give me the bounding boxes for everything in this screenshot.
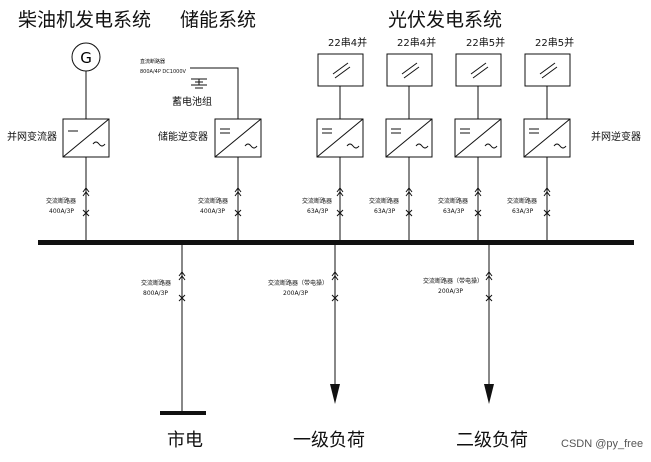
pv-string-label-4: 22串5并 [535, 36, 574, 49]
lower-breaker-labels: 交流断路器 800A/3P 交流断路器（带电操） 200A/3P 交流断路器（带… [141, 277, 483, 297]
grid-label: 市电 [167, 430, 203, 451]
title-pv: 光伏发电系统 [388, 9, 502, 31]
pv-string-label-2: 22串4并 [397, 36, 436, 49]
pv-string-label-3: 22串5并 [466, 36, 505, 49]
converter-label-storage: 储能逆变器 [158, 130, 208, 143]
upper-breaker-labels: 交流断路器 400A/3P 交流断路器 400A/3P 交流断路器 63A/3P… [46, 197, 537, 215]
converter-boxes [62, 118, 571, 158]
breaker-name-3: 交流断路器 [302, 197, 332, 205]
breaker-name-6: 交流断路器 [507, 197, 537, 205]
breaker-name-5: 交流断路器 [438, 197, 468, 205]
watermark: CSDN @py_free [561, 438, 643, 450]
converter-storage [214, 118, 262, 158]
breaker-name-4: 交流断路器 [369, 197, 399, 205]
pv-panel-4: 22串5并 [524, 36, 574, 119]
title-storage: 储能系统 [180, 9, 256, 31]
battery-group: 直流断路器 800A/4P DC1000V 蓄电池组 [140, 58, 239, 119]
pv-panel-2: 22串4并 [386, 36, 436, 119]
breaker-name-2: 交流断路器 [198, 197, 228, 205]
lower-breaker-name-1: 交流断路器 [141, 279, 171, 287]
pv-panels: 22串4并 22串4并 22串5并 22串5并 [317, 36, 574, 119]
lower-feeders [181, 245, 490, 413]
lower-breaker-name-3: 交流断路器（带电操） [423, 277, 483, 285]
pv-string-label-1: 22串4并 [328, 36, 367, 49]
upper-feeders [85, 157, 548, 241]
converter-diesel [62, 118, 110, 158]
dc-breaker-label: 直流断路器 [140, 58, 165, 65]
lower-breaker-rating-3: 200A/3P [438, 288, 463, 295]
breaker-name-1: 交流断路器 [46, 197, 76, 205]
converter-pv-3 [454, 118, 502, 158]
breaker-rating-1: 400A/3P [49, 208, 74, 215]
generator-symbol: G [80, 49, 92, 67]
dc-breaker-rating: 800A/4P DC1000V [140, 69, 187, 75]
breaker-rating-4: 63A/3P [374, 208, 396, 215]
main-busbar [38, 240, 634, 245]
lower-breaker-symbols [178, 271, 493, 302]
lower-breaker-name-2: 交流断路器（带电操） [268, 279, 328, 287]
converter-pv-2 [385, 118, 433, 158]
load1-label: 一级负荷 [293, 430, 365, 451]
converter-label-diesel: 并网变流器 [7, 130, 57, 143]
generator-icon: G [71, 42, 101, 72]
title-diesel: 柴油机发电系统 [18, 9, 151, 31]
load2-arrow-icon [484, 384, 494, 404]
converter-pv-1 [316, 118, 364, 158]
breaker-rating-3: 63A/3P [307, 208, 329, 215]
grid-connection-bar [160, 411, 206, 415]
battery-label: 蓄电池组 [172, 95, 212, 108]
converter-pv-4 [523, 118, 571, 158]
pv-panel-1: 22串4并 [317, 36, 367, 119]
load1-arrow-icon [330, 384, 340, 404]
breaker-rating-6: 63A/3P [512, 208, 534, 215]
pv-panel-3: 22串5并 [455, 36, 505, 119]
upper-breaker-symbols [82, 187, 551, 217]
lower-breaker-rating-1: 800A/3P [143, 290, 168, 297]
breaker-rating-5: 63A/3P [443, 208, 465, 215]
converter-label-pv: 并网逆变器 [591, 130, 641, 143]
lower-breaker-rating-2: 200A/3P [283, 290, 308, 297]
breaker-rating-2: 400A/3P [200, 208, 225, 215]
load2-label: 二级负荷 [456, 430, 528, 451]
